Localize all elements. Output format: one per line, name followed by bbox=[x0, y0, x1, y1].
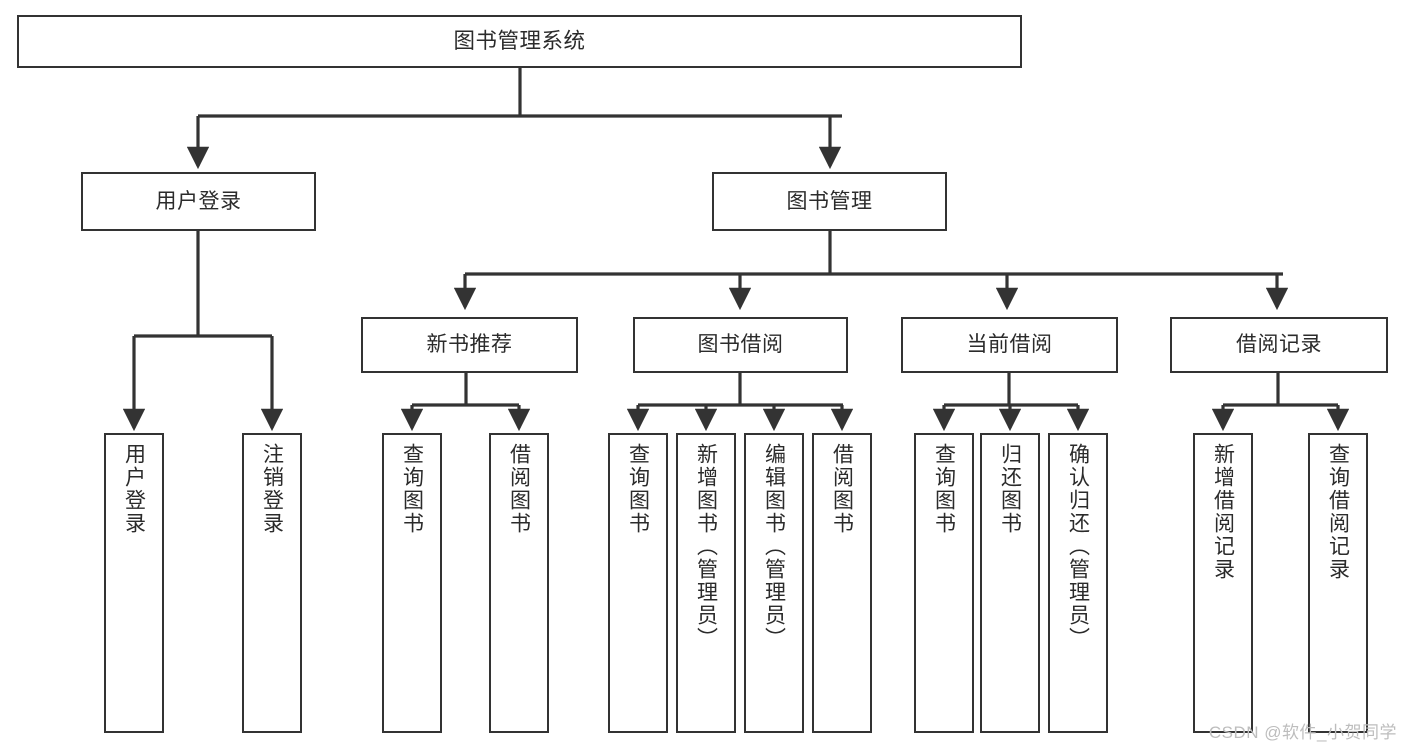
node-borrow-record[interactable]: 借阅记录 bbox=[1170, 317, 1388, 373]
node-leaf-borrow-book-1-label: 借阅图书 bbox=[507, 443, 531, 535]
node-leaf-logout-label: 注销登录 bbox=[260, 443, 284, 535]
node-leaf-add-record-label: 新增借阅记录 bbox=[1211, 443, 1235, 581]
node-leaf-confirm-return-label: 确认归还（管理员） bbox=[1066, 443, 1090, 650]
node-leaf-user-login-label: 用户登录 bbox=[122, 443, 146, 535]
node-leaf-query-book-3[interactable]: 查询图书 bbox=[914, 433, 974, 733]
node-leaf-query-book-2[interactable]: 查询图书 bbox=[608, 433, 668, 733]
node-leaf-return-book[interactable]: 归还图书 bbox=[980, 433, 1040, 733]
node-leaf-query-record-label: 查询借阅记录 bbox=[1326, 443, 1350, 581]
node-new-book-rec-label: 新书推荐 bbox=[426, 333, 513, 357]
node-book-manage-label: 图书管理 bbox=[786, 189, 873, 213]
node-leaf-edit-book-label: 编辑图书（管理员） bbox=[762, 443, 786, 650]
node-current-borrow-label: 当前借阅 bbox=[966, 333, 1053, 357]
node-root[interactable]: 图书管理系统 bbox=[17, 15, 1022, 68]
node-leaf-borrow-book-2-label: 借阅图书 bbox=[830, 443, 854, 535]
node-leaf-edit-book[interactable]: 编辑图书（管理员） bbox=[744, 433, 804, 733]
node-leaf-borrow-book-2[interactable]: 借阅图书 bbox=[812, 433, 872, 733]
node-borrow-record-label: 借阅记录 bbox=[1236, 333, 1322, 357]
node-leaf-add-book[interactable]: 新增图书（管理员） bbox=[676, 433, 736, 733]
node-user-login-label: 用户登录 bbox=[155, 189, 242, 213]
node-current-borrow[interactable]: 当前借阅 bbox=[901, 317, 1118, 373]
node-leaf-add-book-label: 新增图书（管理员） bbox=[694, 443, 718, 650]
node-leaf-borrow-book-1[interactable]: 借阅图书 bbox=[489, 433, 549, 733]
node-leaf-logout[interactable]: 注销登录 bbox=[242, 433, 302, 733]
node-leaf-confirm-return[interactable]: 确认归还（管理员） bbox=[1048, 433, 1108, 733]
node-book-borrow[interactable]: 图书借阅 bbox=[633, 317, 848, 373]
node-leaf-add-record[interactable]: 新增借阅记录 bbox=[1193, 433, 1253, 733]
node-book-borrow-label: 图书借阅 bbox=[697, 333, 784, 357]
node-user-login[interactable]: 用户登录 bbox=[81, 172, 316, 231]
node-leaf-query-book-1[interactable]: 查询图书 bbox=[382, 433, 442, 733]
node-leaf-query-record[interactable]: 查询借阅记录 bbox=[1308, 433, 1368, 733]
node-new-book-rec[interactable]: 新书推荐 bbox=[361, 317, 578, 373]
node-leaf-query-book-2-label: 查询图书 bbox=[626, 443, 650, 535]
node-leaf-query-book-3-label: 查询图书 bbox=[932, 443, 956, 535]
node-leaf-query-book-1-label: 查询图书 bbox=[400, 443, 424, 535]
node-book-manage[interactable]: 图书管理 bbox=[712, 172, 947, 231]
node-leaf-user-login[interactable]: 用户登录 bbox=[104, 433, 164, 733]
csdn-watermark: CSDN @软件_小贺同学 bbox=[1208, 723, 1397, 742]
node-leaf-return-book-label: 归还图书 bbox=[998, 443, 1022, 535]
node-root-label: 图书管理系统 bbox=[453, 29, 586, 54]
